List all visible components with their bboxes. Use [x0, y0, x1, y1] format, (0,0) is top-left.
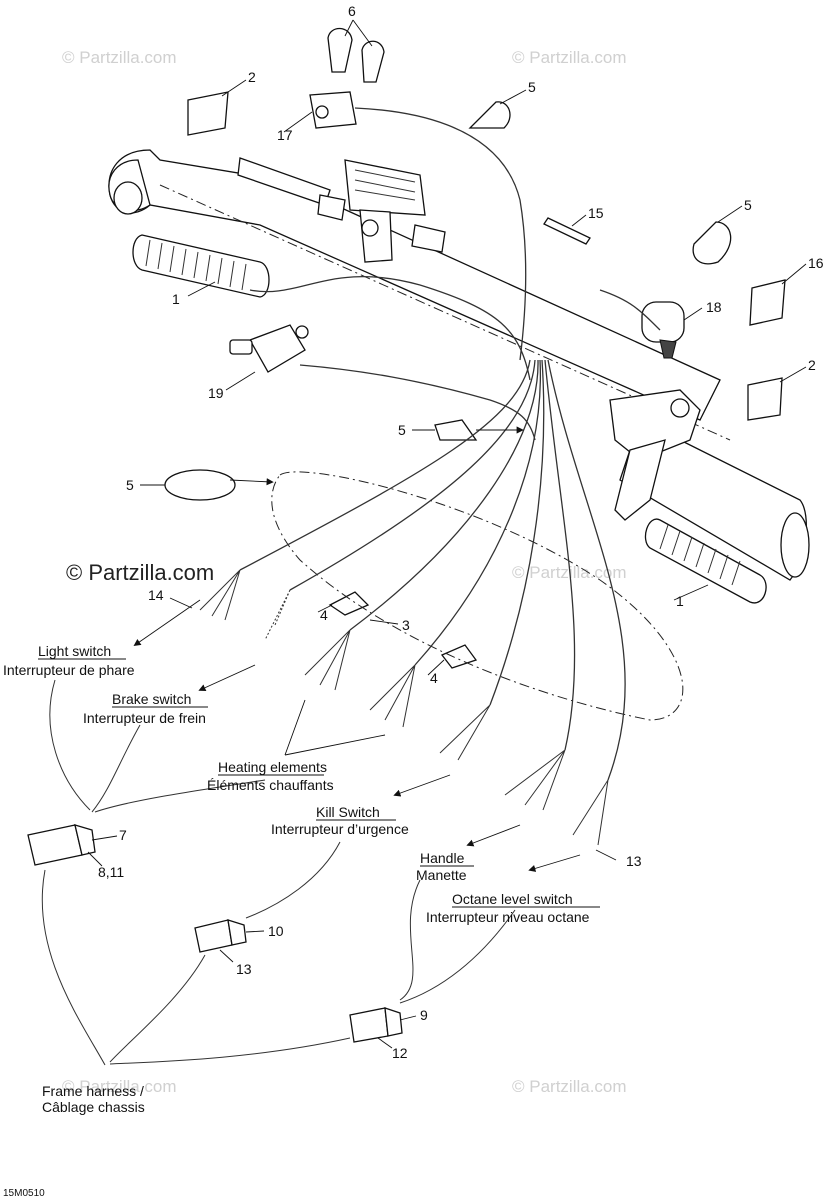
part-number-10: 10 [268, 923, 284, 939]
part-number-8-11: 8,11 [98, 864, 124, 880]
tape-16 [749, 279, 786, 326]
brake-master-cylinder [237, 157, 446, 263]
cable-tie-5 [164, 469, 236, 501]
part-number-5-middle: 5 [398, 422, 406, 438]
tape-2-top [187, 91, 229, 136]
part-number-17: 17 [277, 127, 293, 143]
diagram-code: 15M0510 [3, 1188, 45, 1199]
connector-10 [194, 919, 247, 953]
part-number-4-a: 4 [320, 607, 328, 623]
bundle-outline [271, 471, 684, 721]
clip-4-a [328, 591, 370, 616]
label-kill-switch-en: Kill Switch [316, 804, 380, 820]
leader-lines [87, 19, 807, 1049]
pointer-arrows [133, 426, 581, 872]
label-brake-switch-fr: Interrupteur de frein [83, 710, 206, 726]
part-number-2-top: 2 [248, 69, 256, 85]
part-number-1-left: 1 [172, 291, 180, 307]
screw-15 [543, 217, 591, 245]
part-number-9: 9 [420, 1007, 428, 1023]
part-number-1-right: 1 [676, 593, 684, 609]
watermark-bottom-left: © Partzilla.com [62, 1077, 177, 1096]
throttle-housing [609, 389, 701, 521]
watermark-top-right: © Partzilla.com [512, 48, 627, 67]
label-frame-harness-fr: Câblage chassis [42, 1099, 145, 1115]
part-number-19: 19 [208, 385, 224, 401]
label-octane-fr: Interrupteur niveau octane [426, 909, 590, 925]
label-heating-fr: Éléments chauffants [207, 777, 334, 793]
harness-wires [239, 276, 661, 781]
part-number-13-bottom: 13 [236, 961, 252, 977]
part-number-5-right: 5 [744, 197, 752, 213]
part-number-13-right: 13 [626, 853, 642, 869]
part-number-5-top: 5 [528, 79, 536, 95]
connector-7 [27, 824, 96, 866]
label-brake-switch-en: Brake switch [112, 691, 191, 707]
label-frame-harness-en: Frame harness / [42, 1083, 144, 1099]
label-kill-switch-fr: Interrupteur d’urgence [271, 821, 409, 837]
label-heating-en: Heating elements [218, 759, 327, 775]
watermark-bottom-right: © Partzilla.com [512, 1077, 627, 1096]
clip-5-right [692, 221, 732, 265]
watermark-top-left: © Partzilla.com [62, 48, 177, 67]
part-number-4-b: 4 [430, 670, 438, 686]
clamps-6 [327, 27, 385, 83]
part-number-14: 14 [148, 587, 164, 603]
part-number-16: 16 [808, 255, 824, 271]
watermarks: © Partzilla.com © Partzilla.com © Partzi… [62, 48, 627, 1096]
harness-routing-curves [41, 679, 516, 1066]
light-switch-housing [229, 324, 309, 373]
part-number-7: 7 [119, 827, 127, 843]
part-number-3: 3 [402, 617, 410, 633]
left-grip [132, 234, 270, 298]
label-light-switch-en: Light switch [38, 643, 111, 659]
heated-grip-switch-17 [309, 91, 527, 361]
part-number-5-tie: 5 [126, 477, 134, 493]
handlebar [108, 149, 810, 581]
label-handle-en: Handle [420, 850, 465, 866]
part-number-15: 15 [588, 205, 604, 221]
clip-5-top [468, 101, 511, 129]
label-octane-en: Octane level switch [452, 891, 573, 907]
part-number-2-right: 2 [808, 357, 816, 373]
wire-terminals [199, 569, 609, 846]
part-numbers: 6 2 5 17 15 5 16 1 18 2 19 5 5 14 4 3 4 … [98, 3, 824, 1061]
part-number-12: 12 [392, 1045, 408, 1061]
watermark-main: © Partzilla.com [66, 560, 214, 585]
connector-9 [349, 1007, 403, 1043]
part-number-18: 18 [706, 299, 722, 315]
tape-2-right [747, 377, 783, 421]
switch-18 [641, 301, 685, 359]
part-number-6: 6 [348, 3, 356, 19]
right-grip [644, 518, 767, 604]
clip-5-middle [434, 419, 478, 441]
clip-4-b [440, 644, 478, 669]
label-light-switch-fr: Interrupteur de phare [3, 662, 135, 678]
label-handle-fr: Manette [416, 867, 467, 883]
connector-labels: Light switch Interrupteur de phare Brake… [3, 643, 600, 1115]
